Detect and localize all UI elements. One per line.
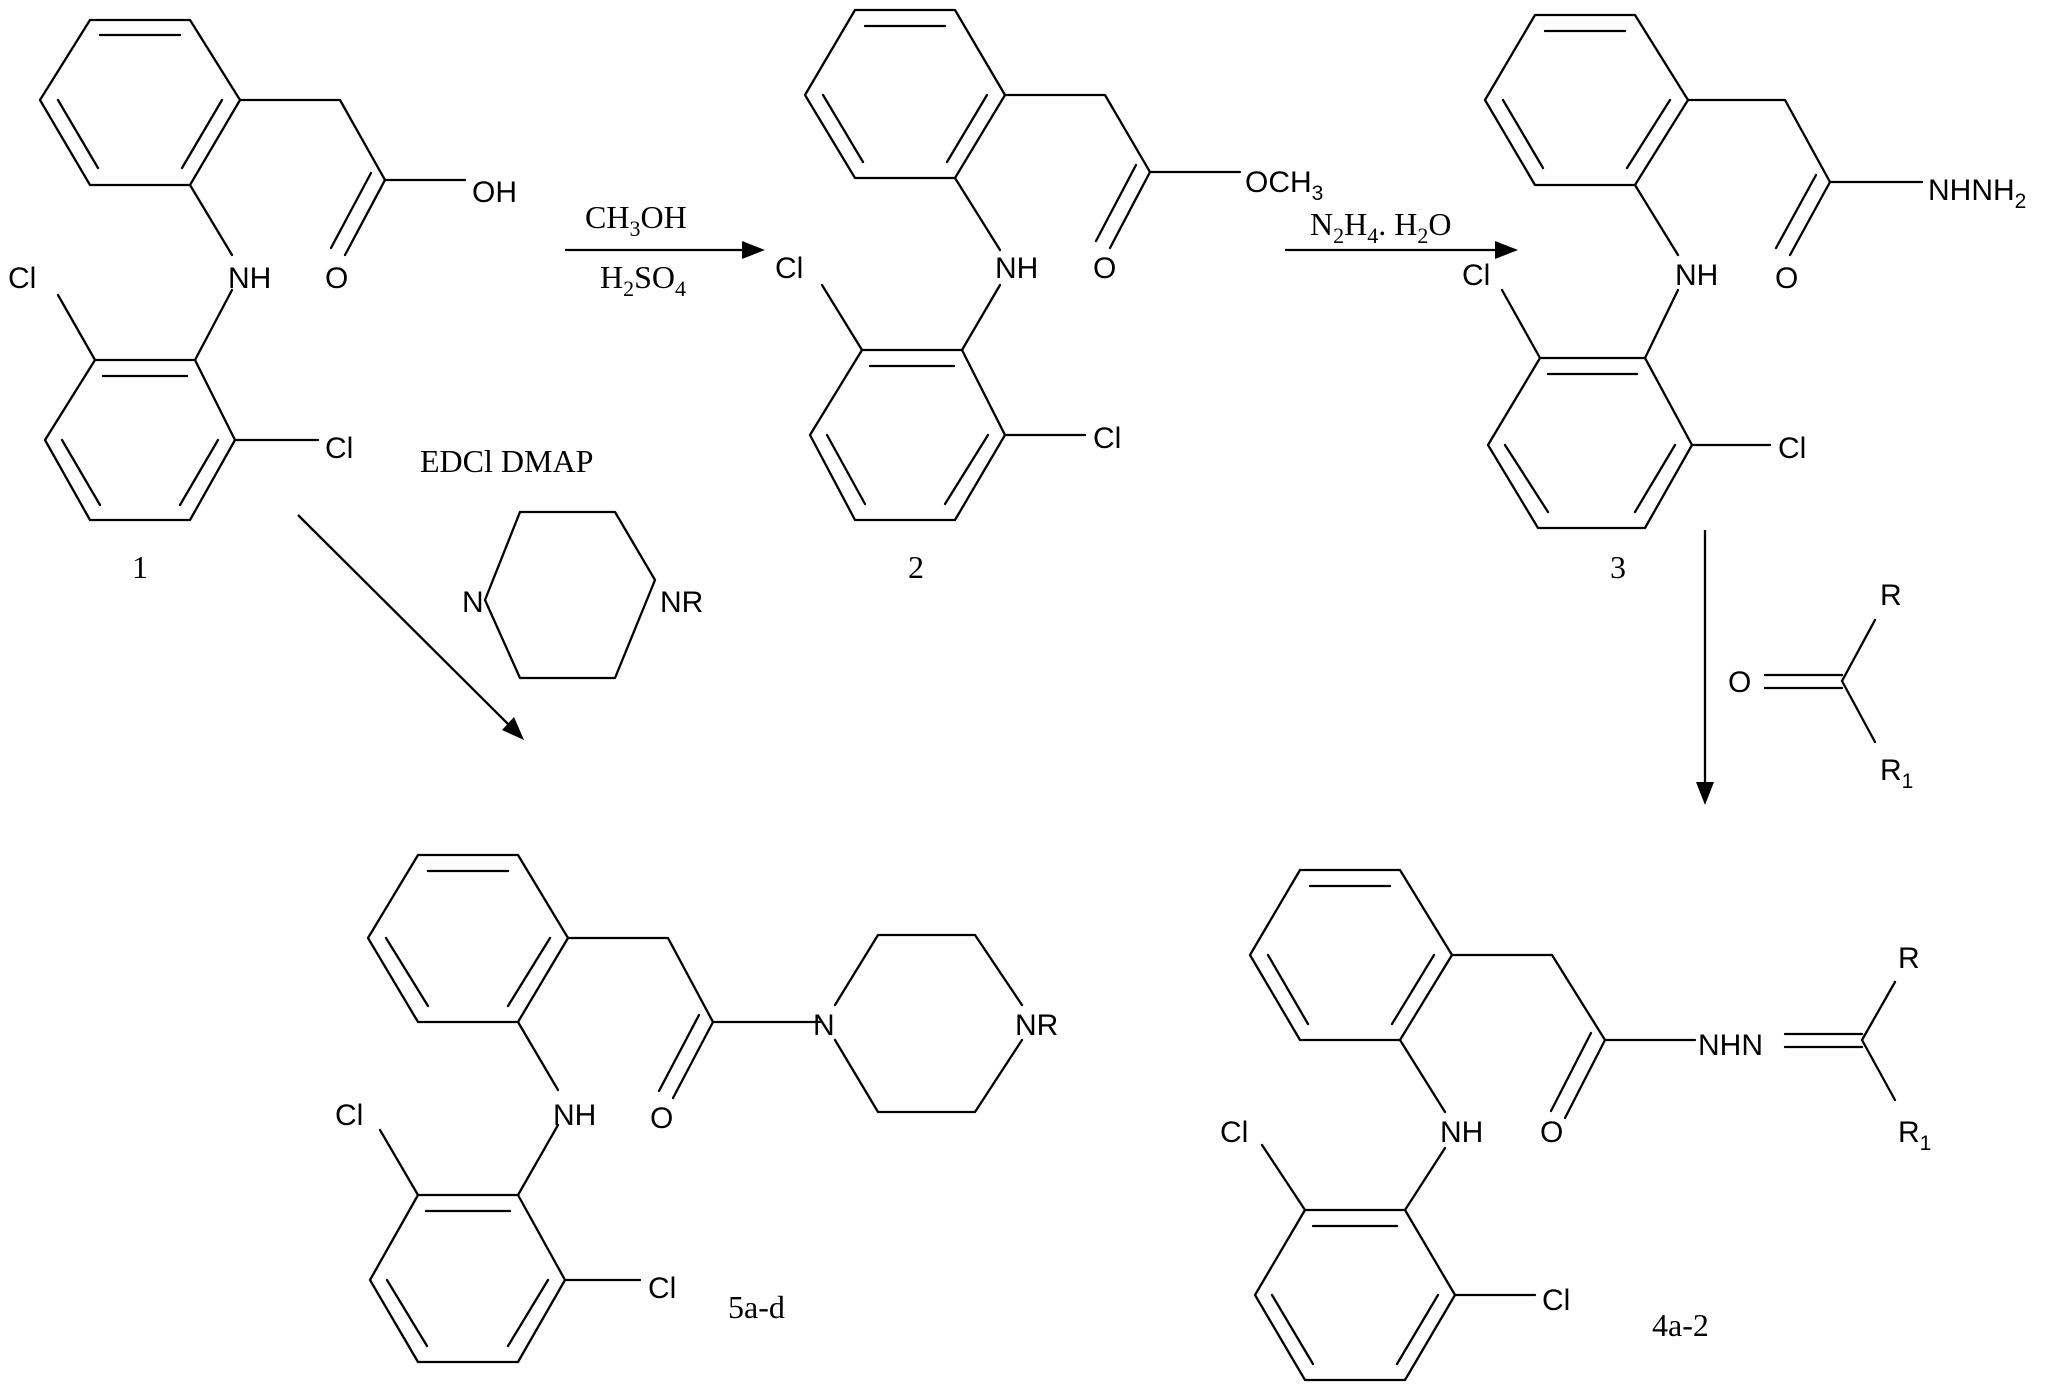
nh-atom: NH [1440, 1116, 1483, 1149]
compound-1: Cl Cl NH OH O 1 [8, 18, 517, 585]
cl-atom: Cl [1778, 432, 1806, 465]
reagent-edcl-dmap: EDCl DMAP [420, 443, 593, 479]
oh-group: OH [472, 176, 517, 209]
cl-atom: Cl [775, 252, 803, 285]
o-atom: O [1728, 666, 1751, 699]
compound-4: Cl Cl NH O NHN R R1 4a-2 [1220, 868, 1931, 1382]
cl-atom: Cl [335, 1099, 363, 1132]
o-atom: O [1540, 1116, 1563, 1149]
o-atom: O [650, 1102, 673, 1135]
cl-atom: Cl [325, 432, 353, 465]
compound-2: Cl Cl NH OCH3 O 2 [775, 8, 1323, 585]
r1-group: R1 [1880, 754, 1913, 793]
compound-label-1: 1 [132, 549, 148, 585]
och3-group: OCH3 [1245, 166, 1323, 205]
compound-3: Cl Cl NH NHNH2 O 3 [1462, 13, 2026, 585]
cl-atom: Cl [1220, 1116, 1248, 1149]
o-atom: O [325, 262, 348, 295]
cl-atom: Cl [1462, 259, 1490, 292]
nr-group: NR [660, 586, 703, 619]
compound-label-2: 2 [908, 549, 924, 585]
nh-atom: NH [995, 252, 1038, 285]
nhn-group: NHN [1698, 1029, 1763, 1062]
compound-label-4a-2: 4a-2 [1652, 1307, 1709, 1343]
r-group: R [1898, 942, 1920, 975]
arrow-esterification: CH3OH H2SO4 [565, 199, 765, 301]
arrow-amide-coupling: EDCl DMAP N NR [297, 443, 703, 740]
nhnh2-group: NHNH2 [1928, 174, 2026, 213]
cl-atom: Cl [1542, 1284, 1570, 1317]
nr-group: NR [1015, 1009, 1058, 1042]
nh-atom: NH [553, 1099, 596, 1132]
nh-atom: NH [228, 262, 271, 295]
r1-group: R1 [1898, 1116, 1931, 1155]
r-group: R [1880, 579, 1902, 612]
compound-label-5a-d: 5a-d [728, 1289, 785, 1325]
reagent-sulfuric-acid: H2SO4 [600, 259, 686, 301]
reagent-methanol: CH3OH [585, 199, 687, 241]
cl-atom: Cl [648, 1272, 676, 1305]
n-atom: N [462, 586, 484, 619]
arrow-hydrazinolysis: N2H4. H2O [1285, 206, 1518, 259]
cl-atom: Cl [1093, 422, 1121, 455]
nh-atom: NH [1675, 259, 1718, 292]
compound-5: Cl Cl NH O N NR 5a-d [335, 853, 1058, 1364]
n-atom: N [813, 1009, 835, 1042]
cl-atom: Cl [8, 262, 36, 295]
reagent-hydrazine-hydrate: N2H4. H2O [1310, 206, 1451, 248]
o-atom: O [1775, 262, 1798, 295]
arrow-condensation: O R R1 [1696, 530, 1913, 805]
compound-label-3: 3 [1610, 549, 1626, 585]
o-atom: O [1093, 252, 1116, 285]
